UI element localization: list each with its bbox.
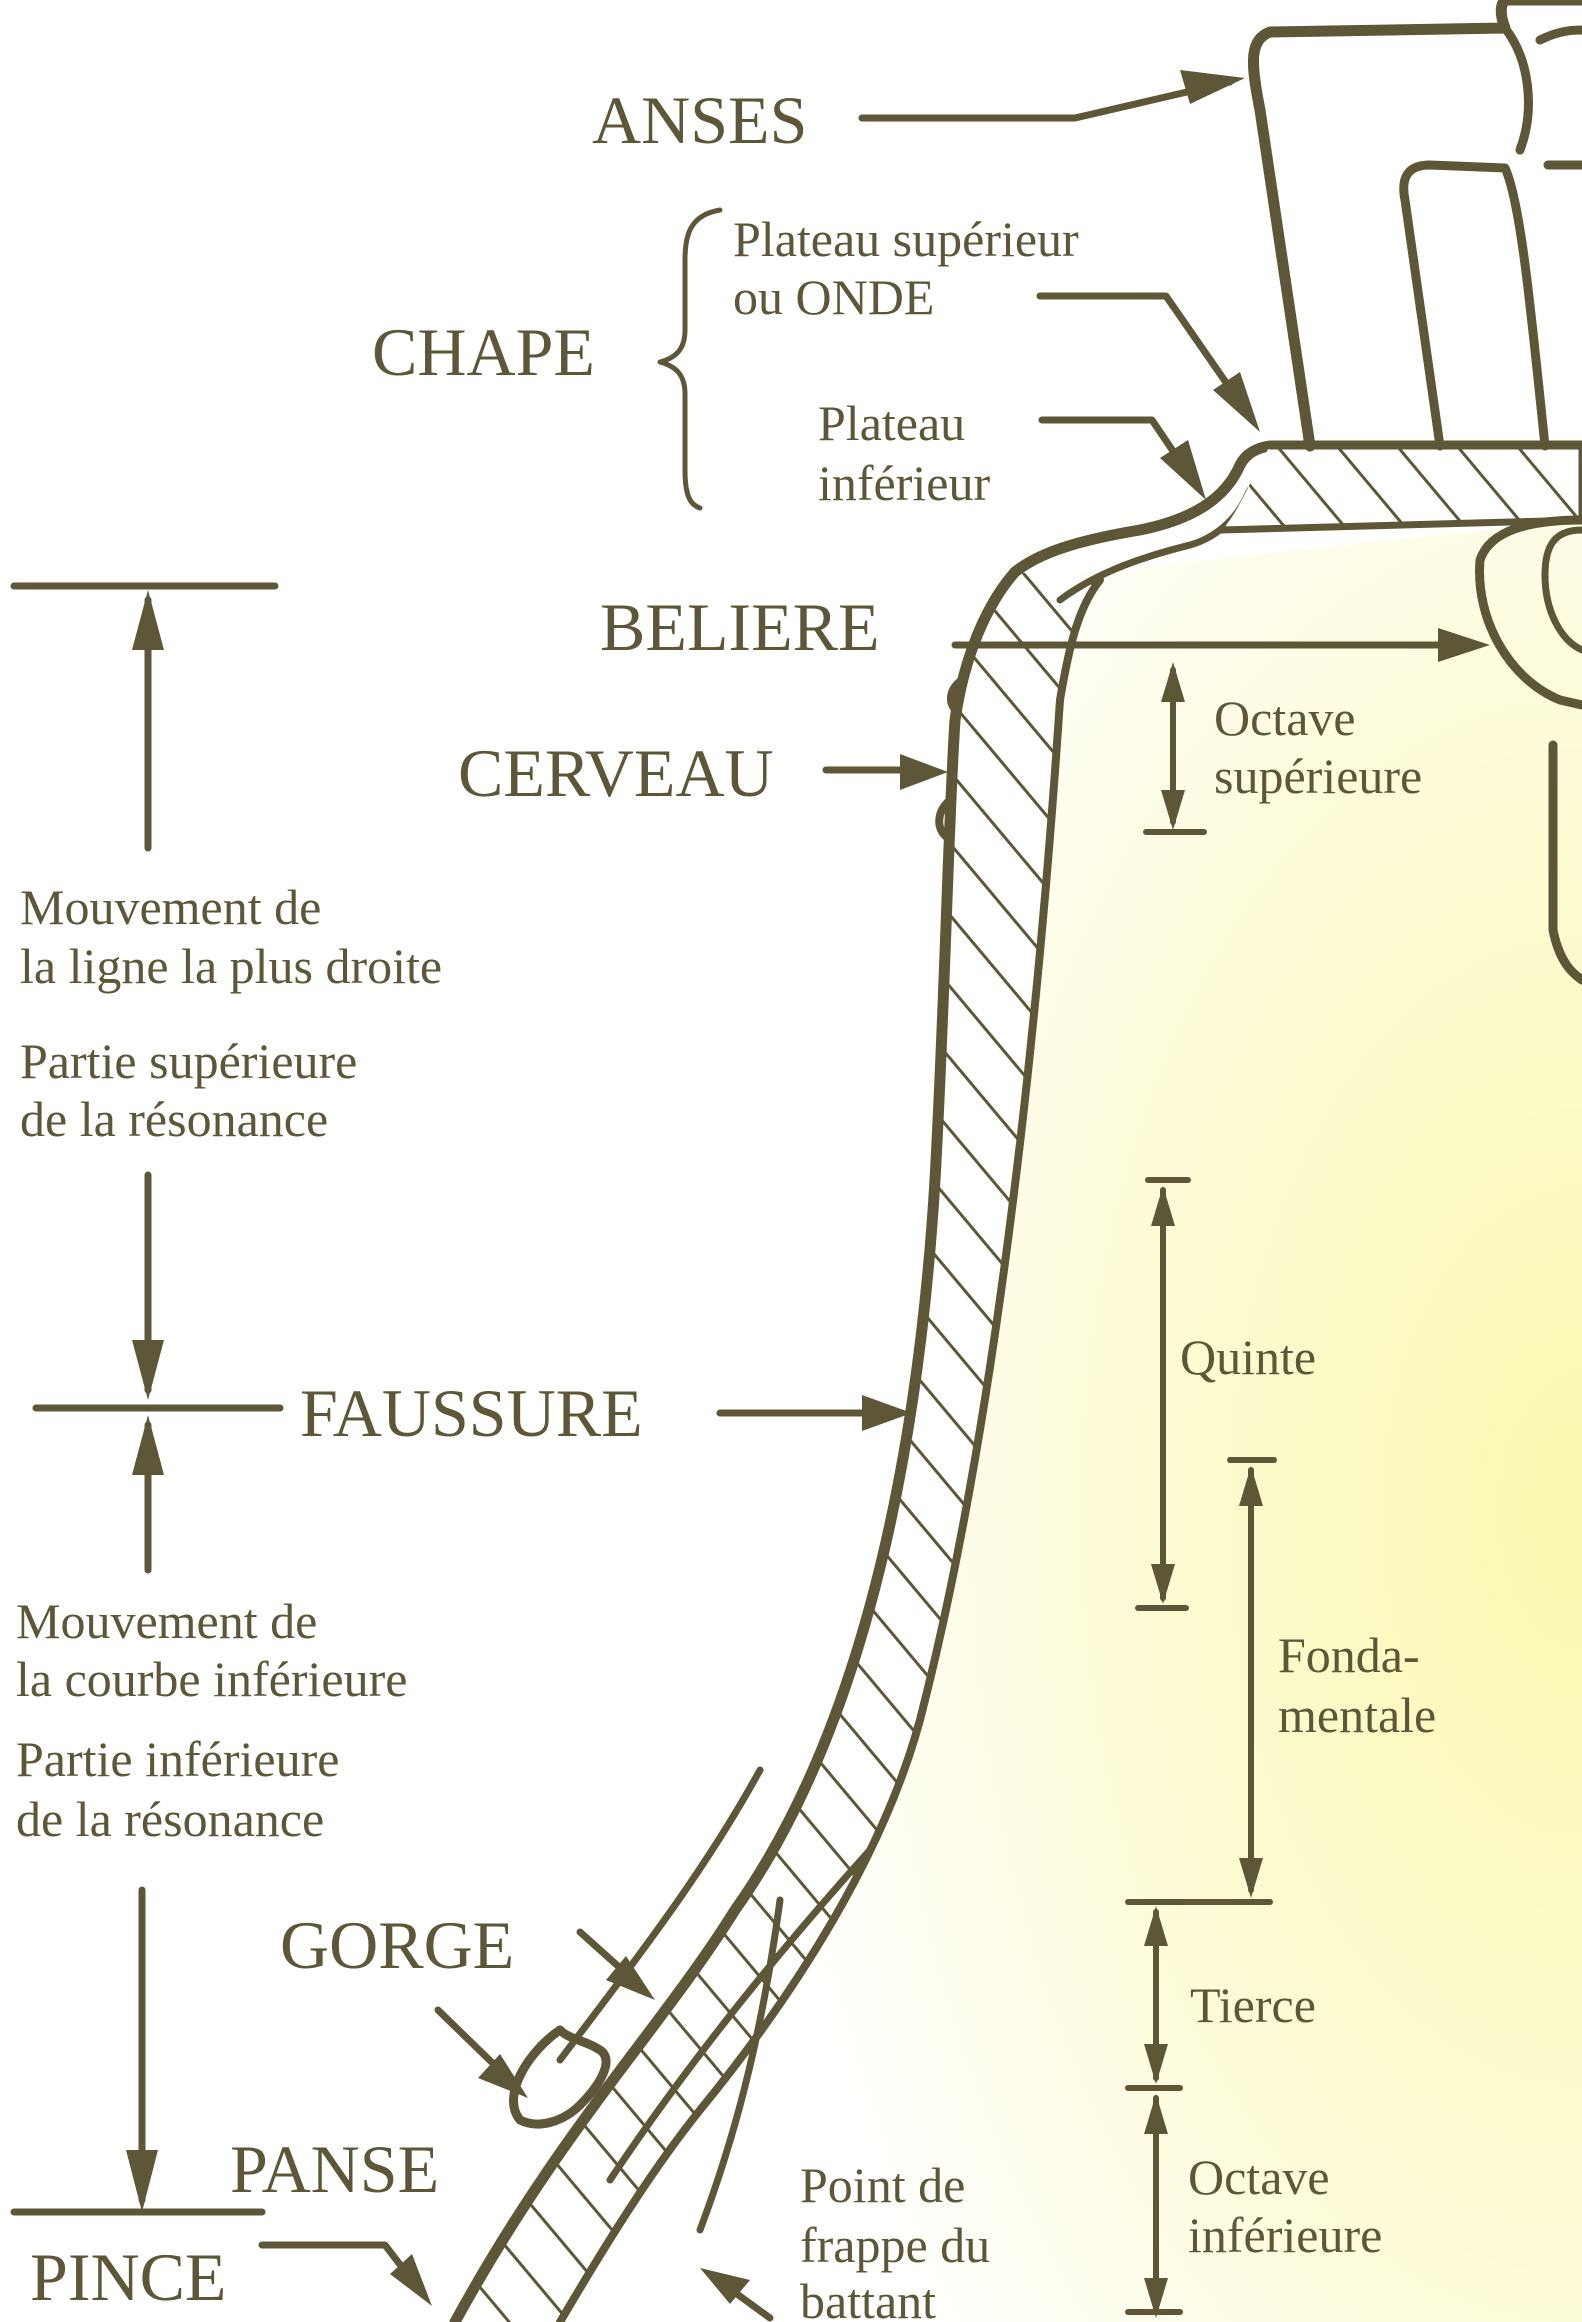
label-panse: PANSE [230,2131,439,2207]
inner-curve-lines [556,1766,874,2234]
anses-loop-1 [1399,23,1550,451]
anses-outer [1247,0,1582,452]
label-pince: PINCE [30,2239,226,2315]
bottom-guide-arrowhead [126,2150,158,2212]
label-octave-superieure-2: supérieure [1214,748,1422,804]
label-partie-superieure-1: Partie supérieure [20,1033,357,1089]
label-beliere: BELIERE [600,589,880,665]
plateau-band-outline [1218,442,1582,534]
label-plateau-superieur-2: ou ONDE [733,269,934,325]
plateau-inferieur-arrow [1038,416,1206,500]
fondamentale-marker [1125,1457,1277,1905]
label-octave-inferieure-2: inférieure [1188,2207,1382,2263]
label-partie-inferieure-1: Partie inférieure [16,1731,339,1787]
beliere-ring [1475,515,1582,710]
faussure-arrow [716,1395,912,1431]
beliere-ring-inner [1541,526,1582,654]
faussure-guide-upper-head [132,1340,164,1400]
cerveau-arrow [822,754,948,790]
label-fondamentale-1: Fonda- [1278,1627,1420,1683]
octave-inferieure-marker [1125,2094,1183,2318]
label-mouvement-droite-1: Mouvement de [20,879,321,935]
label-mouvement-courbe-1: Mouvement de [16,1593,317,1649]
pince-arrow [258,2241,432,2306]
panse-detail [509,2025,611,2129]
label-point-de-frappe-1: Point de [800,2157,965,2213]
bell-shoulder [1009,440,1582,578]
label-point-de-frappe-2: frappe du [800,2217,990,2273]
central-column [1548,740,1582,985]
label-octave-superieure-1: Octave [1214,690,1356,746]
label-plateau-inferieur-2: inférieur [818,455,990,511]
anses-loop-2 [1535,25,1582,170]
label-partie-superieure-2: de la résonance [20,1091,328,1147]
label-tierce: Tierce [1190,1977,1316,2033]
label-faussure: FAUSSURE [300,1375,643,1451]
top-guide-arrowhead [132,590,164,650]
label-anses: ANSES [592,82,807,158]
label-mouvement-droite-2: la ligne la plus droite [20,938,442,994]
beliere-arrow [951,628,1490,662]
label-point-de-frappe-3: battant [800,2273,936,2322]
gorge-arrow [576,1928,655,2000]
bell-outer-profile [449,566,1021,2322]
label-partie-inferieure-2: de la résonance [16,1791,324,1847]
plateau-band [1222,446,1582,530]
label-octave-inferieure-1: Octave [1188,2149,1330,2205]
quinte-marker [1135,1177,1191,1611]
label-fondamentale-2: mentale [1278,1687,1436,1743]
label-mouvement-courbe-2: la courbe inférieure [16,1651,407,1707]
label-quinte: Quinte [1180,1329,1316,1385]
label-plateau-inferieur-1: Plateau [818,395,965,451]
label-gorge: GORGE [280,1907,514,1983]
octave-superieure-marker [1143,662,1207,835]
anses-arrow [858,70,1245,122]
bell-interior [470,520,1582,2322]
faussure-guide-lower-head [132,1415,164,1475]
point-de-frappe-arrow [700,2268,774,2322]
tierce-marker [1125,1906,1183,2091]
chape-brace [657,207,723,511]
label-cerveau: CERVEAU [458,735,774,811]
cerveau-notch [935,676,966,842]
label-chape: CHAPE [372,314,595,390]
bell-inner-profile [556,576,1104,2322]
plateau-superieur-arrow [1036,292,1260,432]
bell-wall-section [455,572,1100,2322]
panse-arrow [434,2006,528,2098]
label-plateau-superieur-1: Plateau supérieur [733,211,1079,267]
